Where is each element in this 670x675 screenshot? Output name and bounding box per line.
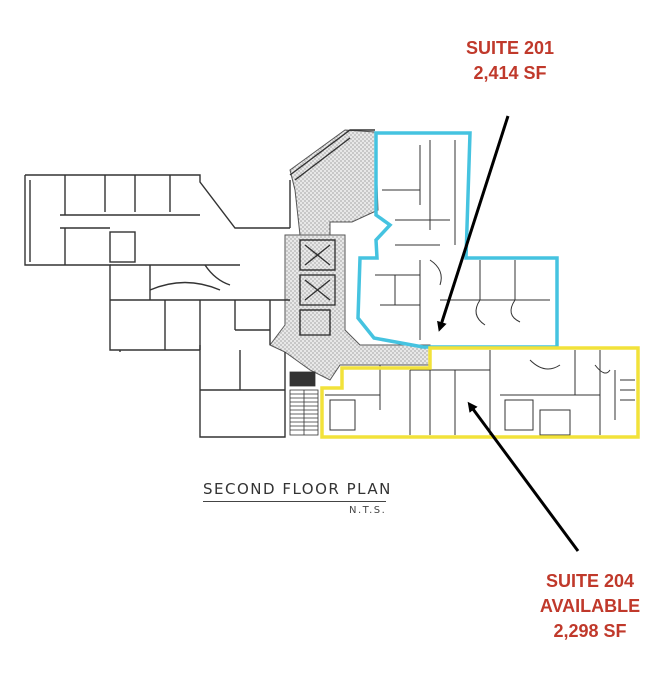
plan-title-underline xyxy=(203,501,386,502)
suite-204-status: AVAILABLE xyxy=(539,596,641,616)
suite-204-interior xyxy=(325,350,635,436)
suite-201-callout: SUITE 201 2,414 SF xyxy=(440,36,580,86)
plan-title: SECOND FLOOR PLAN xyxy=(203,480,392,498)
suite-204-area: 2,298 SF xyxy=(553,621,627,641)
suite-204-callout: SUITE 204 AVAILABLE 2,298 SF xyxy=(520,569,660,644)
suite-201-outline[interactable] xyxy=(356,131,559,349)
suite-204-arrow xyxy=(467,401,580,552)
suite-201-interior xyxy=(375,140,550,340)
suite-204-outline[interactable] xyxy=(320,346,640,439)
suite-201-area: 2,414 SF xyxy=(473,63,547,83)
suite-201-name: SUITE 201 xyxy=(465,38,555,58)
scale-note: N.T.S. xyxy=(349,505,387,516)
stairwell xyxy=(289,371,319,436)
building-walls xyxy=(24,129,375,438)
suite-204-name: SUITE 204 xyxy=(545,571,635,591)
suite-201-arrow xyxy=(437,115,510,332)
